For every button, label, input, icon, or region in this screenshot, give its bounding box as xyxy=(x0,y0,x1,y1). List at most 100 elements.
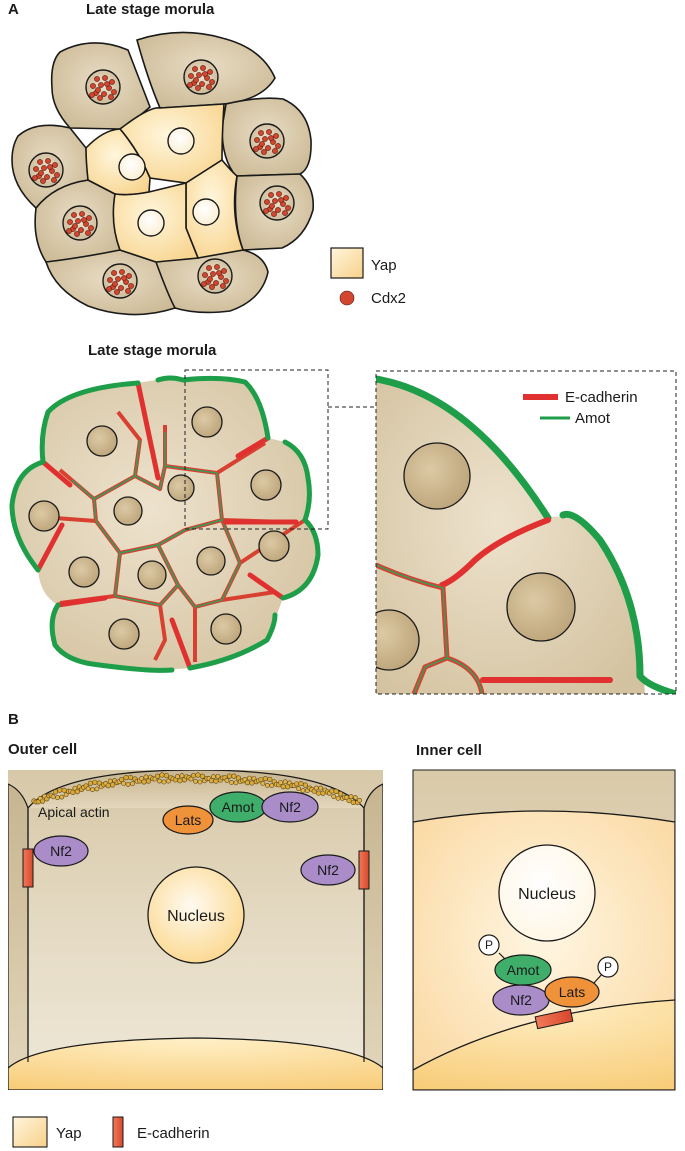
nf2-left-label: Nf2 xyxy=(50,843,72,859)
cdx2-dot xyxy=(210,271,216,277)
surface-ecadherin xyxy=(235,435,271,459)
cdx2-dot xyxy=(261,149,267,155)
cdx2-dot xyxy=(202,71,208,77)
cdx2-dot xyxy=(266,129,272,135)
actin-bead xyxy=(139,776,144,781)
panel-a-label: A xyxy=(8,1,19,18)
cell-nucleus xyxy=(137,560,167,590)
actin-bead xyxy=(333,788,339,794)
actin-bead xyxy=(278,780,284,785)
legend-b-yap-swatch xyxy=(12,1116,48,1148)
cdx2-dot xyxy=(51,177,57,183)
actin-bead xyxy=(90,787,95,793)
cdx2-dot xyxy=(107,277,113,283)
actin-bead xyxy=(177,778,183,784)
cdx2-dot xyxy=(188,73,194,79)
actin-bead xyxy=(262,776,268,782)
zoom-region-box xyxy=(184,369,329,530)
actin-bead xyxy=(296,786,301,792)
cdx2-dot xyxy=(196,72,202,78)
cdx2-dot xyxy=(78,227,84,233)
actin-bead xyxy=(318,785,324,791)
actin-bead xyxy=(352,795,358,800)
actin-bead xyxy=(143,774,149,780)
actin-bead xyxy=(188,776,194,782)
inner-cell-diagram xyxy=(413,770,675,1090)
actin-bead xyxy=(61,787,67,793)
actin-bead xyxy=(118,777,125,783)
cdx2-dot xyxy=(67,219,73,225)
apical-actin-label: Apical actin xyxy=(38,804,110,820)
cdx2-dot xyxy=(45,158,51,164)
actin-bead xyxy=(346,797,352,804)
legend-b-yap-label: Yap xyxy=(56,1125,82,1142)
actin-bead xyxy=(121,781,126,786)
actin-bead xyxy=(313,785,319,791)
actin-bead xyxy=(163,773,170,779)
cdx2-dot xyxy=(263,208,269,214)
actin-bead xyxy=(348,794,354,800)
actin-bead xyxy=(193,778,198,784)
actin-bead xyxy=(159,772,165,778)
cdx2-dot xyxy=(201,281,207,287)
cdx2-dot xyxy=(126,273,132,279)
cdx2-dot xyxy=(89,92,95,98)
actin-bead xyxy=(302,782,308,788)
cdx2-dot xyxy=(206,84,212,90)
zoom-nucleus xyxy=(403,442,471,510)
cdx2-dot xyxy=(272,148,278,154)
cdx2-dot xyxy=(109,79,115,85)
inner-lats-label: Lats xyxy=(559,984,585,1000)
cell-nucleus xyxy=(86,425,118,457)
cdx2-dot xyxy=(262,136,268,142)
cdx2-dot xyxy=(223,278,229,284)
actin-bead xyxy=(190,772,197,779)
cdx2-dot xyxy=(119,269,125,275)
cdx2-dot xyxy=(79,211,85,217)
ecadherin-inner xyxy=(534,1008,574,1030)
legend-yap-label: Yap xyxy=(371,257,397,274)
cdx2-dot xyxy=(40,178,46,184)
cdx2-dot xyxy=(114,289,120,295)
actin-bead xyxy=(161,779,167,785)
actin-bead xyxy=(199,773,206,779)
cdx2-dot xyxy=(38,170,44,176)
actin-bead xyxy=(195,772,201,778)
inner-nucleus xyxy=(118,153,146,181)
cdx2-dot xyxy=(111,270,117,276)
amot-inner xyxy=(494,954,552,986)
legend-b-ecadherin-label: E-cadherin xyxy=(137,1125,210,1142)
nf2-top-label: Nf2 xyxy=(279,799,301,815)
cell-nucleus xyxy=(210,613,242,645)
inner-nucleus-big xyxy=(498,844,596,942)
actin-bead xyxy=(157,778,162,784)
actin-bead xyxy=(166,778,171,784)
cdx2-dot xyxy=(106,286,112,292)
actin-bead xyxy=(224,777,230,783)
actin-bead xyxy=(335,795,341,801)
cdx2-dot xyxy=(199,81,205,87)
cdx2-dot xyxy=(74,231,80,237)
nf2-right-label: Nf2 xyxy=(317,862,339,878)
cdx2-dot xyxy=(254,137,260,143)
actin-bead xyxy=(298,780,304,787)
morula-bottom-title: Late stage morula xyxy=(88,342,217,359)
actin-bead xyxy=(127,774,134,781)
cdx2-dot xyxy=(32,175,38,181)
cdx2-dot xyxy=(54,172,60,178)
actin-bead xyxy=(154,773,161,779)
actin-bead xyxy=(300,788,306,793)
cdx2-dot xyxy=(285,205,291,211)
legend-cdx2-swatch xyxy=(339,290,355,306)
cdx2-dot xyxy=(41,165,47,171)
actin-bead xyxy=(92,779,98,785)
cell-nucleus xyxy=(258,530,290,562)
cdx2-dot xyxy=(259,141,265,147)
ecadherin-lateral-left xyxy=(22,848,34,888)
actin-bead xyxy=(331,794,337,799)
actin-bead xyxy=(110,782,116,788)
inner-nf2-label: Nf2 xyxy=(510,992,532,1008)
cdx2-dot xyxy=(207,276,213,282)
cdx2-dot xyxy=(258,130,264,136)
actin-bead xyxy=(211,774,216,780)
